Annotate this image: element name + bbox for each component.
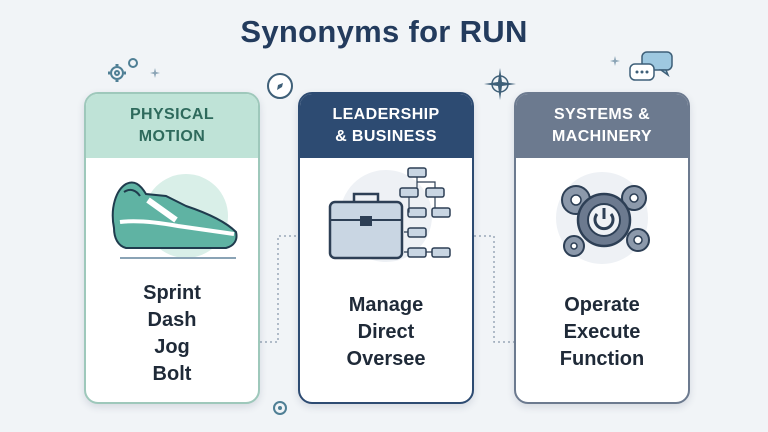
sparkle-icon <box>150 68 160 78</box>
synonym-word: Function <box>559 348 645 370</box>
card-heading-line: & BUSINESS <box>335 128 437 145</box>
sparkle-icon <box>610 56 620 66</box>
synonym-word: Direct <box>357 321 415 343</box>
running-shoe-icon <box>111 174 238 259</box>
category-card-leadership-business: LEADERSHIP & BUSINESS Manage Direct Over… <box>298 92 474 404</box>
card-heading-line: MACHINERY <box>552 128 652 145</box>
synonym-list: Operate Execute Function <box>516 292 688 373</box>
card-heading: SYSTEMS & MACHINERY <box>516 94 688 158</box>
compass-icon <box>267 73 293 99</box>
briefcase-org-chart-icon <box>328 167 451 262</box>
synonym-word: Oversee <box>346 348 426 370</box>
synonym-word: Dash <box>147 309 197 331</box>
card-heading-line: MOTION <box>138 128 206 145</box>
card-heading-line: PHYSICAL <box>129 106 215 123</box>
category-card-systems-machinery: SYSTEMS & MACHINERY Operate Execute Func… <box>514 92 690 404</box>
gear-icon <box>108 58 138 82</box>
page-title: Synonyms for RUN <box>240 14 528 49</box>
synonym-word: Manage <box>348 294 424 316</box>
connector-line <box>260 235 298 343</box>
category-card-physical-motion: PHYSICAL MOTION Sprint Dash Jog Bolt <box>84 92 260 404</box>
synonym-word: Bolt <box>152 363 192 385</box>
synonym-word: Execute <box>563 321 641 343</box>
gears-power-icon <box>556 172 650 264</box>
card-heading-line: SYSTEMS & <box>553 106 651 123</box>
synonym-word: Sprint <box>143 282 201 304</box>
gear-icon <box>273 401 287 415</box>
chat-bubbles-icon <box>629 51 673 81</box>
card-heading: PHYSICAL MOTION <box>86 94 258 158</box>
card-heading: LEADERSHIP & BUSINESS <box>300 94 472 158</box>
synonym-list: Sprint Dash Jog Bolt <box>86 280 258 388</box>
card-heading-line: LEADERSHIP <box>332 106 440 123</box>
compass-rose-icon <box>484 68 516 100</box>
synonym-list: Manage Direct Oversee <box>300 292 472 373</box>
synonym-word: Jog <box>154 336 190 358</box>
synonym-word: Operate <box>564 294 640 316</box>
connector-line <box>474 235 514 343</box>
